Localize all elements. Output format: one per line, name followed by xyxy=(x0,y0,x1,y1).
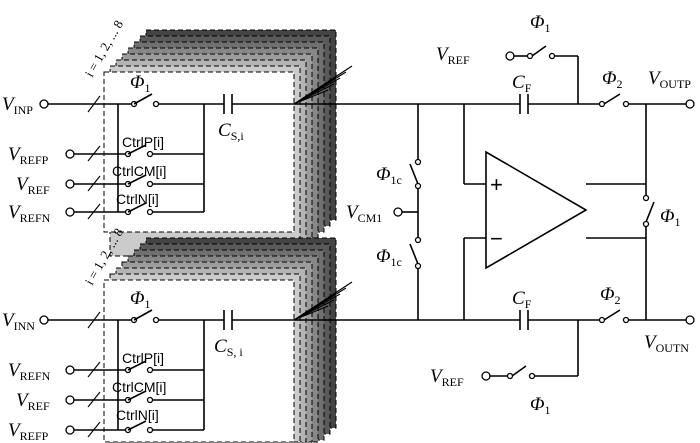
bottom-ref3-label: VREFP xyxy=(8,420,49,443)
bottom-ctrlp-label: CtrlP[i] xyxy=(122,350,164,366)
bottom-ctrln-label: CtrlN[i] xyxy=(116,407,159,423)
top-ref1-label: VREFP xyxy=(8,144,49,167)
phi1c-top-label: Φ1c xyxy=(376,164,402,187)
top-ref3-label: VREFN xyxy=(8,202,51,225)
bottom-ref1-label: VREFN xyxy=(8,360,51,383)
bottom-ctrlcm-label: CtrlCM[i] xyxy=(112,379,166,395)
vinn-label: VINN xyxy=(2,310,35,333)
cf-top-label: CF xyxy=(512,72,532,95)
cf-bottom-label: CF xyxy=(512,288,532,311)
right-network xyxy=(481,45,695,381)
vinp-label: VINP xyxy=(2,94,33,117)
top-cs-label: CS,i xyxy=(218,120,244,143)
phi1-right-label: Φ1 xyxy=(660,206,680,229)
bottom-ref-rows xyxy=(65,360,204,438)
bottom-cs-label: CS, i xyxy=(214,336,243,359)
phi1-top-right-label: Φ1 xyxy=(530,12,550,35)
top-phi1-label: Φ1 xyxy=(130,72,150,95)
phi2-bottom-label: Φ2 xyxy=(600,284,620,307)
top-ctrlp-label: CtrlP[i] xyxy=(122,134,164,150)
opamp-minus: − xyxy=(490,226,503,251)
vcm-switch-network xyxy=(393,104,422,320)
phi1-bottom-right-label: Φ1 xyxy=(530,394,550,417)
opamp-plus: + xyxy=(490,172,503,197)
bottom-input-row xyxy=(39,309,520,430)
voutp-label: VOUTP xyxy=(648,68,691,91)
top-ctrlcm-label: CtrlCM[i] xyxy=(112,163,166,179)
phi2-top-label: Φ2 xyxy=(602,68,622,91)
bottom-array-stack: i = 1, 2, ... 8 xyxy=(82,225,353,443)
vinp-terminal[interactable] xyxy=(39,99,49,109)
top-ref-rows xyxy=(65,144,204,220)
bottom-ref2-label: VREF xyxy=(16,390,50,413)
opamp xyxy=(463,104,646,320)
vref-top-label: VREF xyxy=(436,44,470,67)
phi1c-bottom-label: Φ1c xyxy=(376,246,402,269)
top-ref2-label: VREF xyxy=(16,174,50,197)
top-array-stack: i = 1, 2, ... 8 xyxy=(82,17,353,257)
vref-bottom-label: VREF xyxy=(430,366,464,389)
vinn-terminal[interactable] xyxy=(39,315,49,325)
voutp-terminal[interactable] xyxy=(685,99,695,109)
vcm1-label: VCM1 xyxy=(346,202,382,225)
voutn-terminal[interactable] xyxy=(685,315,695,325)
top-input-row xyxy=(39,93,520,212)
voutn-label: VOUTN xyxy=(644,332,689,355)
bottom-phi1-label: Φ1 xyxy=(130,288,150,311)
top-ctrln-label: CtrlN[i] xyxy=(116,191,159,207)
